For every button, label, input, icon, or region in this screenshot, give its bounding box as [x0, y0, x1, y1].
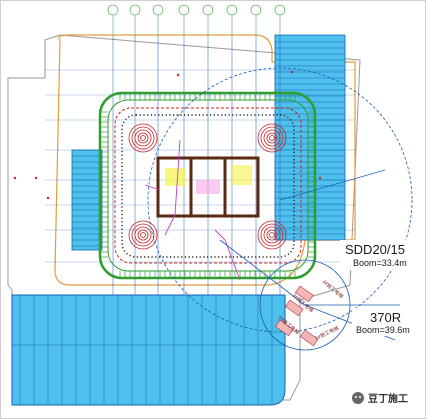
spiral-ring — [140, 232, 146, 238]
axis-bubble — [178, 4, 190, 16]
annotation-marks — [13, 70, 322, 200]
spiral-ring — [269, 135, 275, 141]
axis-bubble — [226, 4, 238, 16]
vertical-axis-lines — [112, 35, 281, 295]
crane-swing-radius-large — [147, 67, 413, 333]
hatched-zone-left — [71, 149, 103, 251]
spiral-ring — [269, 232, 275, 238]
spiral-ring — [260, 223, 284, 247]
core-tube — [156, 156, 260, 218]
podium-ring — [98, 91, 317, 280]
spiral-ring — [263, 226, 281, 244]
spiral-ring — [137, 229, 149, 241]
elevator-2 — [274, 319, 294, 337]
wechat-icon — [352, 392, 364, 404]
spiral-ring — [266, 229, 278, 241]
excavation-zone-bottom — [11, 294, 286, 406]
red-dashed-ring — [114, 107, 302, 264]
spiral-ring — [128, 220, 158, 250]
elevator-1 — [299, 329, 319, 347]
crane-1-label-bg — [340, 240, 424, 270]
spiral-ring — [257, 123, 287, 153]
dotted-column-ring — [121, 114, 295, 258]
spiral-ring — [131, 126, 155, 150]
crane-2-model: 370R — [370, 310, 401, 325]
axis-bubble — [202, 4, 214, 16]
hatched-zone-right — [274, 34, 346, 241]
spiral-ring — [128, 123, 158, 153]
elevator-4 — [294, 285, 314, 303]
corner-ramps — [128, 123, 287, 250]
spiral-ring — [134, 129, 152, 147]
magenta-lines — [144, 139, 241, 281]
spiral-ring — [260, 126, 284, 150]
spiral-ring — [140, 135, 146, 141]
axis-bubble — [250, 4, 262, 16]
axis-bubble — [129, 4, 141, 16]
spiral-ring — [134, 226, 152, 244]
spiral-ring — [137, 132, 149, 144]
elevator-3 — [284, 299, 304, 317]
construction-elevators — [274, 285, 319, 347]
site-boundary — [7, 34, 361, 401]
axis-bubble — [107, 4, 119, 16]
crane-1-boom: Boom=33.4m — [353, 258, 407, 268]
spiral-ring — [266, 132, 278, 144]
axis-grid-top — [107, 4, 286, 35]
spiral-ring — [263, 129, 281, 147]
crane-2-boom: Boom=39.6m — [356, 325, 410, 335]
watermark-text: 豆丁施工 — [368, 392, 408, 405]
axis-bubble — [152, 4, 164, 16]
watermark: 豆丁施工 — [352, 392, 408, 405]
crane-1-model: SDD20/15 — [345, 242, 405, 257]
axis-bubble — [274, 4, 286, 16]
crane-2-label-bg — [352, 308, 424, 336]
spiral-ring — [257, 220, 287, 250]
spiral-ring — [131, 223, 155, 247]
